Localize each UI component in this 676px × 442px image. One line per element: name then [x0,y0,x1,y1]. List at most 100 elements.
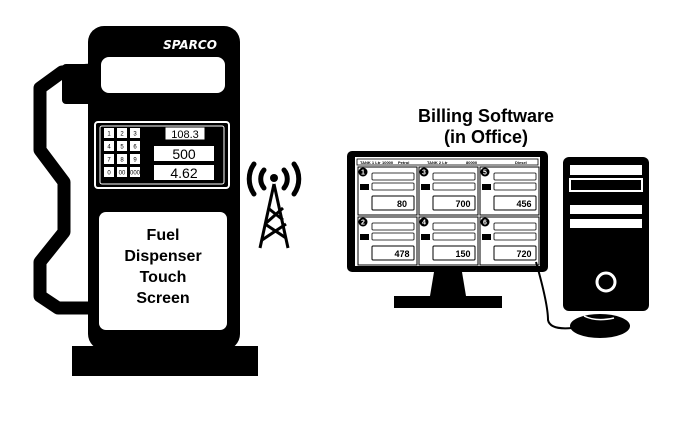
keypad-key[interactable] [104,167,114,177]
dispenser-number-badge [358,217,368,227]
nozzle-holder [62,64,94,104]
panel-label-line-4: Screen [136,290,189,307]
dispenser-number: 3 [422,170,426,177]
card-button[interactable] [360,234,369,240]
display-middle-box [154,146,214,161]
screen-header-bar [356,158,539,166]
monitor-base [394,296,502,308]
wave-right-inner [281,167,290,191]
mouse-cable [535,261,573,330]
panel-label-line-1: Fuel [147,227,180,244]
dispenser-number-badge [358,167,368,177]
dispenser-number-badge [419,167,429,177]
wireless-tower-icon [246,161,302,249]
dispenser-number: 4 [422,220,426,227]
dispenser-value: 150 [455,249,470,259]
dispenser-number-badge [480,217,490,227]
card-button[interactable] [482,234,491,240]
keypad-key-label: 1 [107,132,111,138]
pc-drive-bay-3 [570,205,642,214]
dispenser-number-badge [419,217,429,227]
dispenser-number-badge [480,167,490,177]
pc-drive-bay-2 [569,178,643,192]
pump-base [72,346,258,376]
desktop-monitor-icon: TANK 1 Ltr 10000 Petrol TANK 2 Ltr 80000… [347,151,548,308]
mouse-button-line [583,315,615,321]
tank-2-label: TANK 2 Ltr [427,160,448,165]
tower-mast [258,183,290,249]
keypad-key-label: 3 [133,132,137,138]
display-top: 108.3 [171,129,199,141]
wave-left-outer [246,161,257,197]
dispenser-value: 80 [397,199,407,209]
card-value-box [432,195,476,211]
keypad-key[interactable] [130,154,140,164]
card-field [371,182,415,191]
keypad-key[interactable] [104,128,114,138]
software-title-line-1: Billing Software [418,106,554,126]
card-field [371,172,415,181]
tower-beacon [270,174,278,182]
keypad-key-label: 7 [107,158,111,164]
keypad-key[interactable] [117,141,127,151]
wave-left-inner [258,167,267,191]
pc-power-button [595,271,617,293]
keypad-key-label: 6 [133,145,137,151]
display-top-box [164,126,206,141]
keypad-key[interactable] [104,141,114,151]
keypad-key[interactable] [130,141,140,151]
keypad-key[interactable] [117,154,127,164]
tank-1-fuel: Petrol [398,160,409,165]
keypad-key-label: 000 [130,171,141,177]
lower-panel [99,212,227,330]
mouse-body [570,314,630,338]
card-field [432,172,476,181]
dispenser-value: 720 [516,249,531,259]
tank-2-capacity: 80000 [466,160,478,165]
panel-label-line-2: Dispenser [124,248,201,265]
card-button[interactable] [360,184,369,190]
card-value-box [493,195,537,211]
keypad-key[interactable] [117,128,127,138]
display-bottom: 4.62 [170,165,197,181]
tank-1-label: TANK 1 Ltr [360,160,381,165]
pump-hose [33,63,99,315]
keypad-key[interactable] [104,154,114,164]
card-field [371,232,415,241]
dispenser-value: 478 [394,249,409,259]
tank-1-capacity: 10000 [382,160,394,165]
card-field [432,232,476,241]
keypad-key-label: 00 [119,171,126,177]
brand-logo: SPARCO [163,38,217,52]
display-bottom-box [154,165,214,180]
card-button[interactable] [421,234,430,240]
card-value-box [371,245,415,261]
dispenser-number: 2 [361,220,365,227]
card-button[interactable] [421,184,430,190]
tank-2-fuel: Diesel [515,160,527,165]
card-field [371,222,415,231]
pc-drive-bay-4 [570,219,642,228]
card-field [493,172,537,181]
keypad-key-label: 4 [107,145,111,151]
card-button[interactable] [482,184,491,190]
keypad-key-label: 0 [107,171,111,177]
keypad-key-label: 9 [133,158,137,164]
display-middle: 500 [172,146,196,162]
pump-top-window [101,57,225,93]
keypad-key[interactable] [130,167,140,177]
dispenser-value: 700 [455,199,470,209]
keypad-key[interactable] [130,128,140,138]
card-field [432,182,476,191]
dispenser-number: 5 [483,170,487,177]
control-panel-frame [99,125,225,185]
keypad-key[interactable] [117,167,127,177]
dispenser-value: 456 [516,199,531,209]
card-value-box [371,195,415,211]
card-field [493,232,537,241]
mouse-icon [570,314,630,338]
